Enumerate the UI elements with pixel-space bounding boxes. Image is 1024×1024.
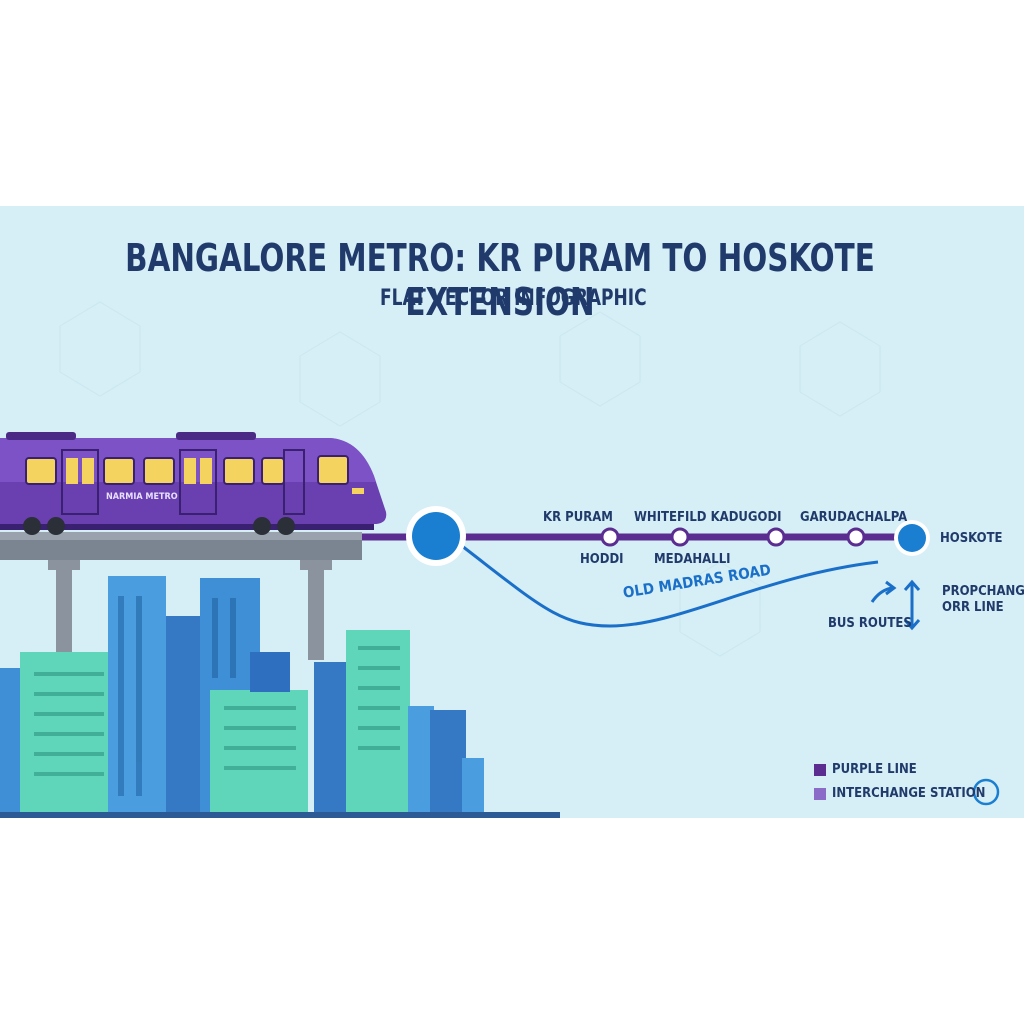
legend-purple-line: PURPLE LINE	[814, 762, 917, 777]
old-madras-road	[461, 544, 879, 628]
station-label-hoskote: HOSKOTE	[940, 531, 1003, 546]
bus-routes-label: BUS ROUTES	[828, 616, 912, 631]
interchange-note-1: PROPCHANGE	[942, 584, 1024, 599]
legend-interchange-swatch	[814, 787, 826, 800]
legend-purple-line-swatch	[814, 763, 826, 776]
station-garudachalpa[interactable]	[846, 527, 866, 547]
bus-route-arrow-icon	[870, 580, 897, 603]
station-label-hoddi: HODDI	[580, 552, 624, 567]
station-whitefield[interactable]	[766, 527, 786, 547]
metro-train	[0, 432, 387, 535]
legend-interchange-station: INTERCHANGE STATION	[814, 786, 985, 801]
station-medahalli[interactable]	[670, 527, 690, 547]
station-label-kr-puram: KR PURAM	[543, 510, 613, 525]
station-label-medahalli: MEDAHALLI	[654, 552, 731, 567]
station-kr-puram-interchange[interactable]	[406, 506, 466, 566]
scene-graphic	[0, 301, 1000, 818]
train-label: NARMIA METRO	[106, 492, 178, 502]
hex-pattern	[59, 301, 881, 657]
city-skyline	[0, 576, 560, 818]
legend-purple-line-label: PURPLE LINE	[832, 762, 917, 777]
interchange-arrow-icon	[903, 579, 921, 631]
station-label-whitefield: WHITEFILD KADUGODI	[634, 510, 782, 525]
page-title: BANGALORE METRO: KR PURAM TO HOSKOTE EXT…	[125, 236, 875, 324]
legend-interchange-ring-icon	[972, 778, 1000, 806]
viaduct	[0, 532, 362, 660]
station-label-garudachalpa: GARUDACHALPA	[800, 510, 908, 525]
infographic-panel: BANGALORE METRO: KR PURAM TO HOSKOTE EXT…	[0, 206, 1024, 818]
station-hoskote[interactable]	[894, 520, 930, 556]
station-hoddi[interactable]	[600, 527, 620, 547]
page-subtitle: FLAT VECTOR INFOGRAPHIC	[380, 286, 647, 311]
interchange-note-2: ORR LINE	[942, 600, 1004, 615]
legend-interchange-label: INTERCHANGE STATION	[832, 786, 986, 801]
